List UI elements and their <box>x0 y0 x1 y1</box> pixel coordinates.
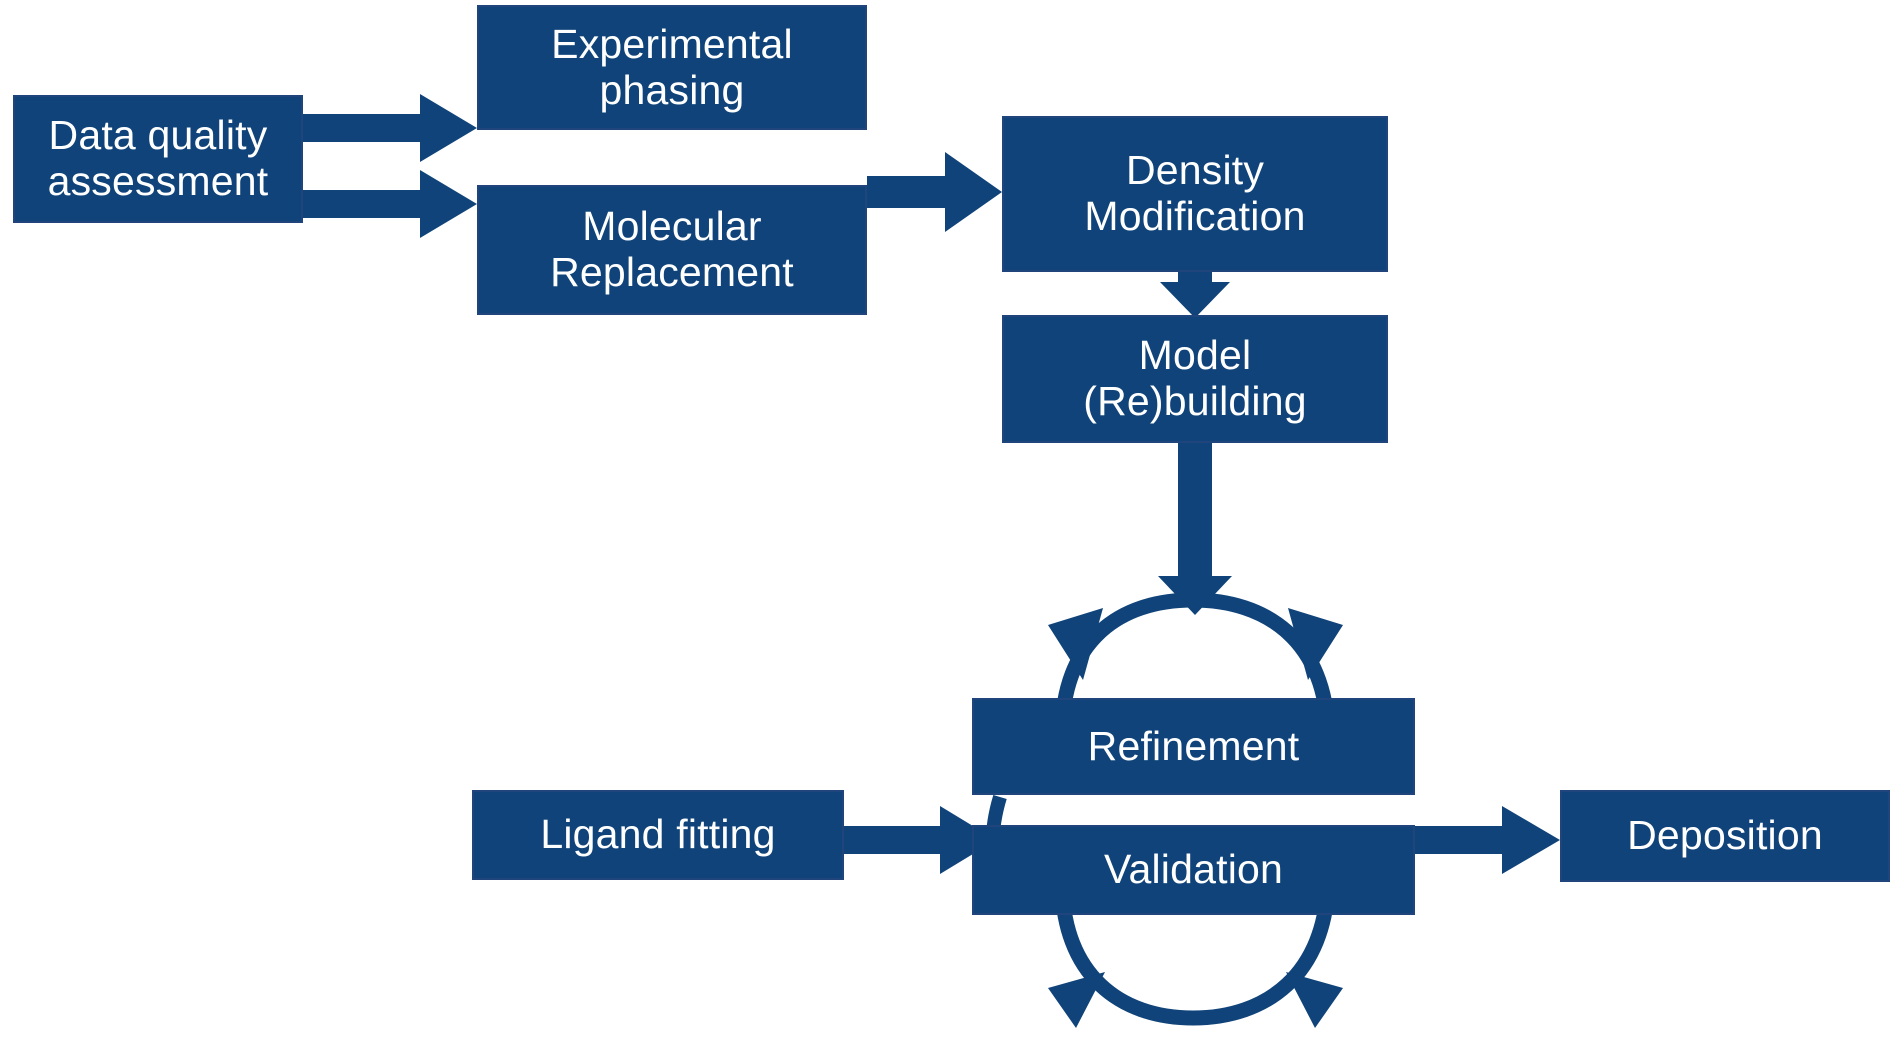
arrow-density-modification-to-model-rebuilding <box>1160 272 1230 318</box>
node-label: Molecular Replacement <box>550 203 794 295</box>
node-density-modification[interactable]: Density Modification <box>1002 116 1388 272</box>
node-experimental-phasing[interactable]: Experimental phasing <box>477 5 867 130</box>
node-model-rebuilding[interactable]: Model (Re)building <box>1002 315 1388 443</box>
node-label: Refinement <box>1087 722 1300 769</box>
node-label: Data quality assessment <box>47 112 269 204</box>
arrow-model-rebuilding-to-refinement <box>1158 443 1232 615</box>
node-refinement[interactable]: Refinement <box>972 698 1415 795</box>
node-label: Density Modification <box>1084 147 1306 239</box>
node-deposition[interactable]: Deposition <box>1560 790 1890 882</box>
node-label: Ligand fitting <box>540 811 776 858</box>
node-validation[interactable]: Validation <box>972 825 1415 915</box>
node-label: Deposition <box>1627 812 1823 859</box>
arrow-phasing-to-density-modification <box>867 152 1002 232</box>
node-label: Model (Re)building <box>1083 332 1307 424</box>
arrow-data-quality-to-experimental-phasing <box>302 94 477 162</box>
node-label: Validation <box>1103 846 1284 893</box>
arrow-data-quality-to-molecular-replacement <box>302 170 477 238</box>
node-ligand-fitting[interactable]: Ligand fitting <box>472 790 844 880</box>
node-molecular-replacement[interactable]: Molecular Replacement <box>477 185 867 315</box>
arrow-cycle-to-deposition <box>1412 806 1560 874</box>
node-data-quality-assessment[interactable]: Data quality assessment <box>13 95 303 223</box>
node-label: Experimental phasing <box>551 20 793 113</box>
